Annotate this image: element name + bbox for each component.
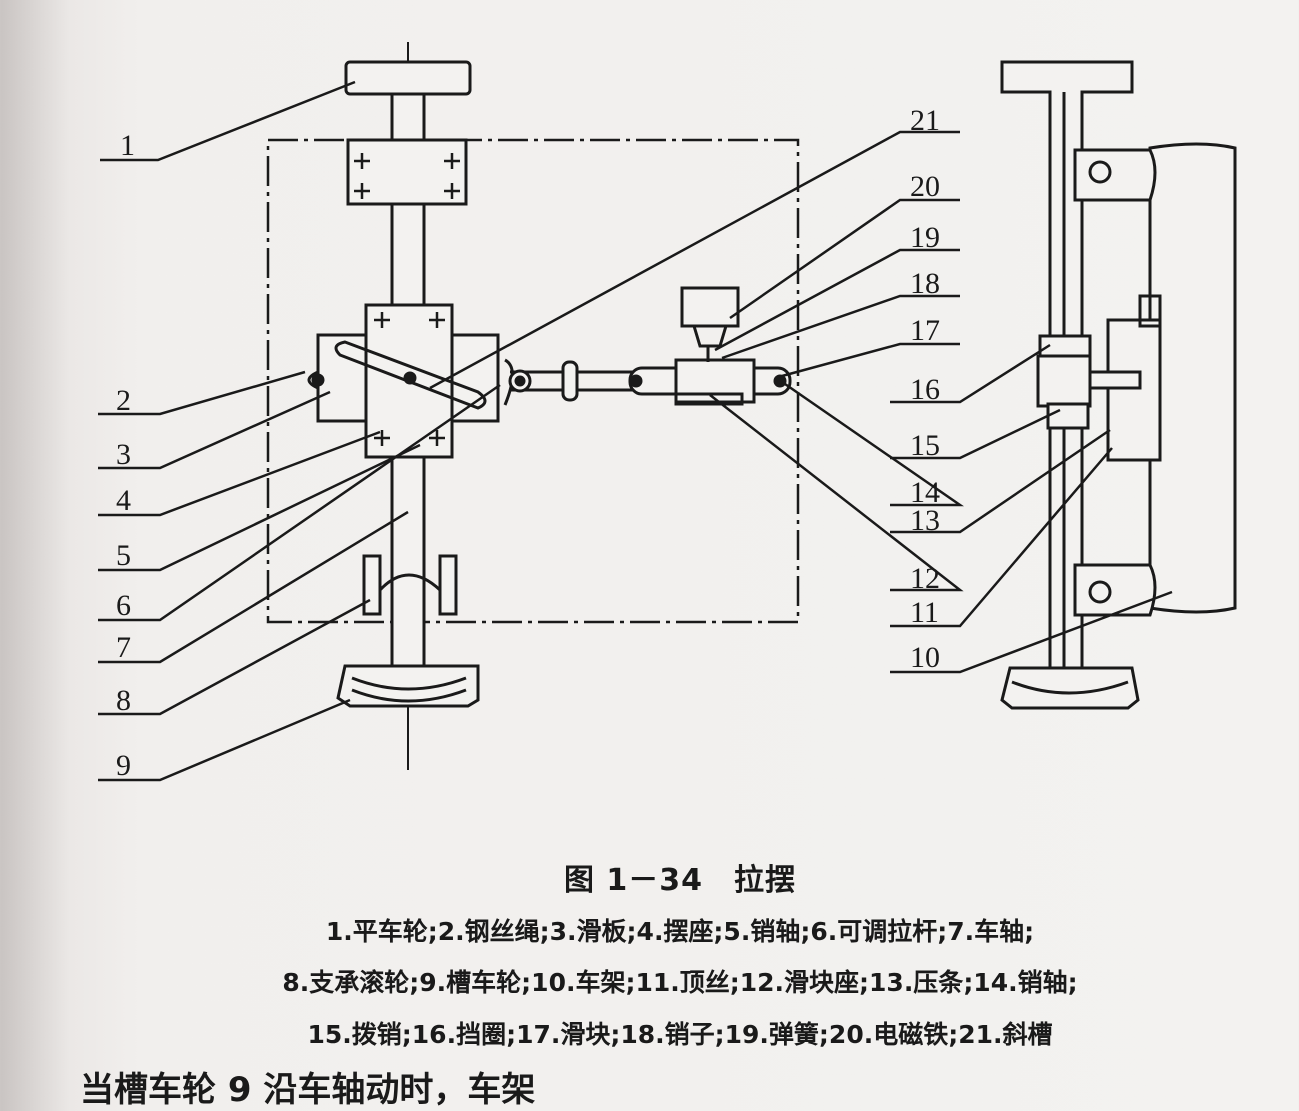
part-label-6: 6 xyxy=(116,589,131,622)
part-label-12: 12 xyxy=(910,562,940,595)
part-label-8: 8 xyxy=(116,684,131,717)
electromagnet xyxy=(680,286,740,328)
part-label-11: 11 xyxy=(910,596,939,629)
part-label-9: 9 xyxy=(116,749,131,782)
part-label-10: 10 xyxy=(910,641,940,674)
part-label-3: 3 xyxy=(116,438,131,471)
slant-slot xyxy=(334,340,487,410)
part-label-4: 4 xyxy=(116,484,131,517)
legend-line-3: 15.拨销;16.挡圈;17.滑块;18.销子;19.弹簧;20.电磁铁;21.… xyxy=(307,1020,1053,1049)
legend-line-1: 1.平车轮;2.钢丝绳;3.滑板;4.摆座;5.销轴;6.可调拉杆;7.车轴; xyxy=(325,917,1035,946)
part-label-17: 17 xyxy=(910,314,940,347)
figure-title: 图 1－34 拉摆 xyxy=(563,863,797,898)
part-label-18: 18 xyxy=(910,267,940,300)
top-block xyxy=(346,138,468,206)
side-frame xyxy=(1148,142,1237,614)
part-label-21: 21 xyxy=(910,104,940,137)
part-label-14: 14 xyxy=(910,476,940,509)
part-label-13: 13 xyxy=(910,504,940,537)
part-label-19: 19 xyxy=(910,221,940,254)
part-label-16: 16 xyxy=(910,373,940,406)
flat-wheel xyxy=(344,60,472,96)
part-label-2: 2 xyxy=(116,384,131,417)
part-label-7: 7 xyxy=(116,631,131,664)
side-grooved-wheel xyxy=(1000,666,1140,710)
part-label-1: 1 xyxy=(120,129,135,162)
legend-line-2: 8.支承滚轮;9.槽车轮;10.车架;11.顶丝;12.滑块座;13.压条;14… xyxy=(282,968,1078,997)
support-roller xyxy=(362,554,382,616)
part-label-5: 5 xyxy=(116,539,131,572)
part-label-15: 15 xyxy=(910,429,940,462)
part-label-20: 20 xyxy=(910,170,940,203)
body-text-partial: 当槽车轮 9 沿车轴动时，车架 xyxy=(80,1070,536,1110)
pendulum-diagram: 1 2 3 4 5 6 7 8 9 10 11 12 13 14 15 16 1… xyxy=(98,42,1237,782)
